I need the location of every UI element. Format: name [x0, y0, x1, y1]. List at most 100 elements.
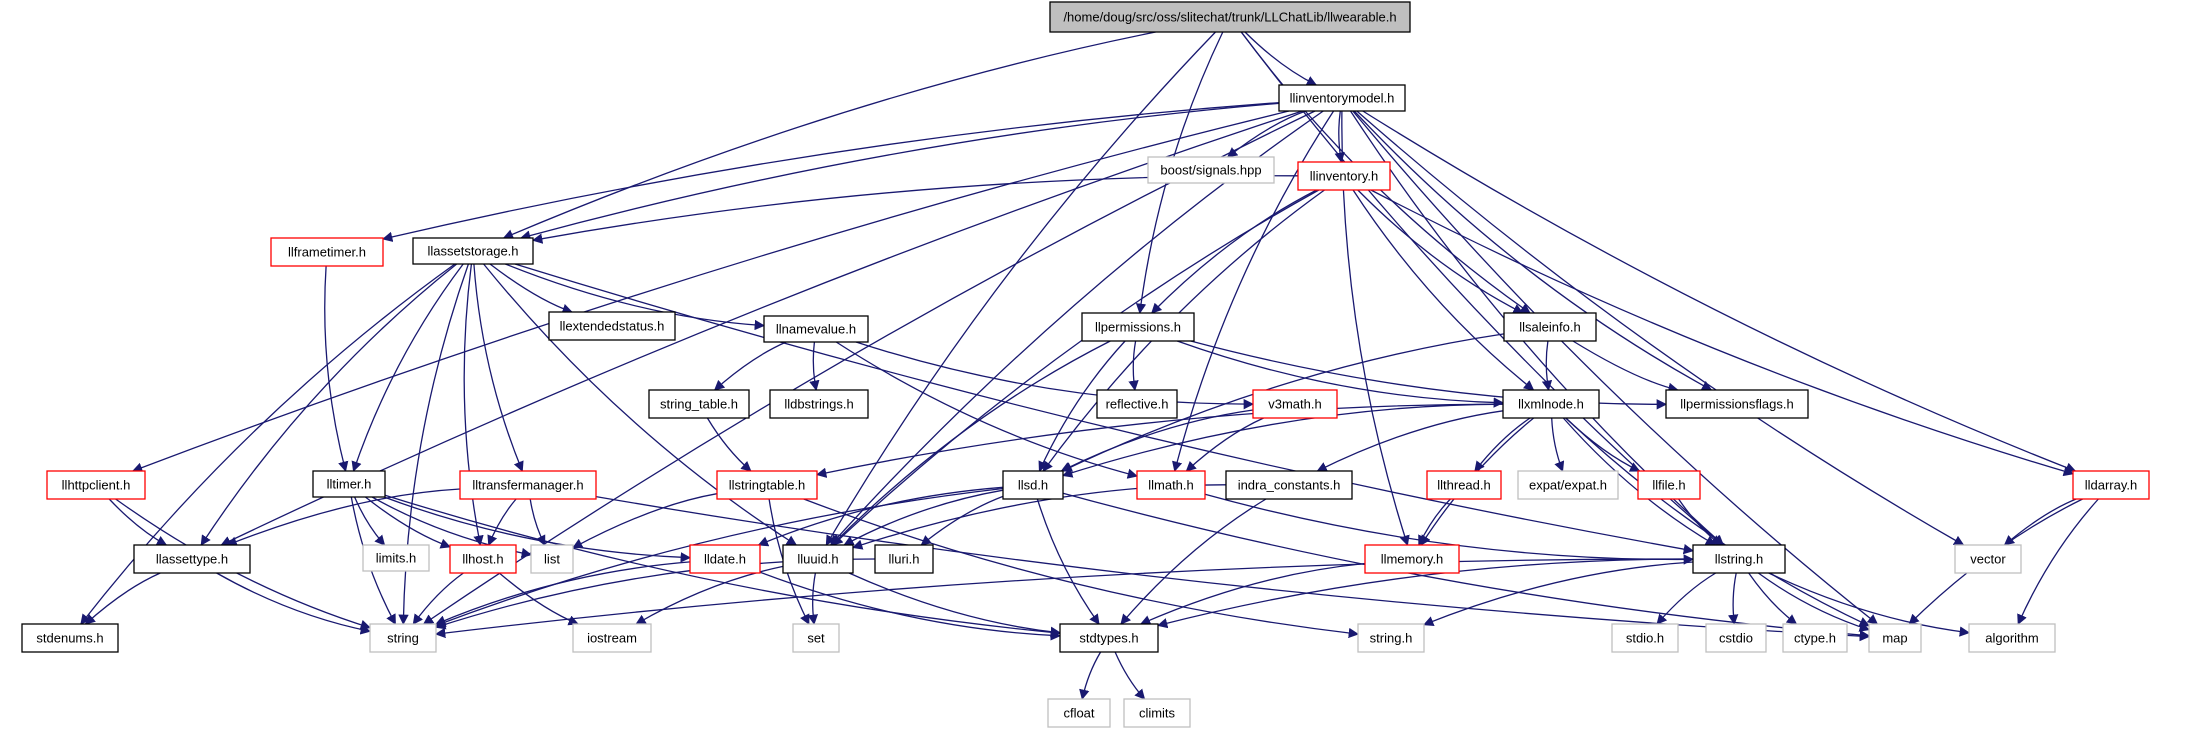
edge-llassetstorage-to-llhost: [463, 263, 484, 547]
node-set-label: set: [807, 631, 825, 646]
edge-llxmlnode-to-llstring: [1562, 417, 1717, 546]
edge-llnamevalue-to-lldbstrings: [809, 341, 820, 392]
node-llstring-label: llstring.h: [1715, 552, 1763, 567]
nodes-layer: /home/doug/src/oss/slitechat/trunk/LLCha…: [21, 1, 2150, 728]
edge-lltransfermanager-to-llassettype: [226, 488, 461, 547]
edge-lltimer-to-llhost: [364, 496, 451, 549]
edge-llxmlnode-to-expat: [1551, 417, 1565, 472]
node-expat: expat/expat.h: [1517, 470, 1619, 500]
node-llhost[interactable]: llhost.h: [449, 544, 517, 574]
node-llfile-label: llfile.h: [1652, 478, 1685, 493]
node-llfile-box: [1637, 470, 1701, 500]
node-lluri-label: lluri.h: [888, 552, 919, 567]
edge-lldarray-to-algorithm: [2017, 498, 2099, 625]
node-llinventorymodel[interactable]: llinventorymodel.h: [1278, 84, 1406, 112]
node-cfloat-box: [1047, 698, 1111, 728]
node-map-box: [1868, 623, 1922, 653]
node-llstringtable-label: llstringtable.h: [729, 478, 806, 493]
node-llmath[interactable]: llmath.h: [1136, 470, 1206, 500]
node-llframetimer[interactable]: llframetimer.h: [270, 237, 384, 267]
edge-llinventory-to-lldarray: [1370, 189, 2074, 477]
edge-string_table-to-llstringtable: [706, 417, 752, 472]
node-llpermissions[interactable]: llpermissions.h: [1081, 312, 1195, 342]
edge-lluuid-to-set: [807, 572, 819, 626]
node-llextendedstatus[interactable]: llextendedstatus.h: [548, 311, 676, 341]
edge-llinventorymodel-to-llinventory: [1334, 110, 1345, 164]
node-indra_constants-label: indra_constants.h: [1238, 478, 1341, 493]
edge-llinventorymodel-to-vector: [1356, 110, 1965, 546]
node-llsd[interactable]: llsd.h: [1002, 470, 1064, 500]
node-lluuid[interactable]: lluuid.h: [782, 544, 854, 574]
node-list-box: [530, 544, 574, 574]
node-string_table[interactable]: string_table.h: [648, 389, 750, 419]
node-string_table-label: string_table.h: [660, 397, 738, 412]
node-lluri[interactable]: lluri.h: [874, 544, 934, 574]
node-boostsignals-box: [1147, 156, 1275, 184]
node-stdenums-label: stdenums.h: [36, 631, 103, 646]
node-llassetstorage-box: [412, 237, 534, 265]
node-llassetstorage[interactable]: llassetstorage.h: [412, 237, 534, 265]
node-lltimer[interactable]: lltimer.h: [312, 470, 386, 498]
node-lltimer-box: [312, 470, 386, 498]
edge-llpermissions-to-llpermissionsflags: [1190, 340, 1668, 410]
edge-llassetstorage-to-llstring: [514, 263, 1695, 555]
node-reflective-box: [1096, 389, 1178, 419]
node-llxmlnode[interactable]: llxmlnode.h: [1502, 389, 1600, 419]
node-llstring[interactable]: llstring.h: [1692, 544, 1786, 574]
node-llframetimer-box: [270, 237, 384, 267]
node-lldate[interactable]: lldate.h: [689, 544, 761, 574]
node-llframetimer-label: llframetimer.h: [288, 245, 366, 260]
node-llthread[interactable]: llthread.h: [1426, 470, 1502, 500]
node-lldarray[interactable]: lldarray.h: [2072, 470, 2150, 500]
node-lltransfermanager[interactable]: lltransfermanager.h: [459, 470, 597, 500]
node-cfloat-label: cfloat: [1063, 706, 1094, 721]
node-llsaleinfo[interactable]: llsaleinfo.h: [1503, 312, 1597, 342]
edge-root-to-llinventorymodel: [1244, 31, 1318, 86]
node-lldbstrings[interactable]: lldbstrings.h: [769, 389, 869, 419]
edge-llinventorymodel-to-llmath: [1172, 110, 1335, 473]
node-algorithm-box: [1968, 623, 2056, 653]
edge-llfile-to-llstring: [1678, 498, 1722, 546]
edge-llinventorymodel-to-llhttpclient: [131, 110, 1290, 473]
node-reflective[interactable]: reflective.h: [1096, 389, 1178, 419]
node-stdenums[interactable]: stdenums.h: [21, 623, 119, 653]
node-root[interactable]: /home/doug/src/oss/slitechat/trunk/LLCha…: [1049, 1, 1411, 33]
node-llhttpclient[interactable]: llhttpclient.h: [46, 470, 146, 500]
node-indra_constants[interactable]: indra_constants.h: [1225, 470, 1353, 500]
node-stdioh: stdio.h: [1611, 623, 1679, 653]
node-list-label: list: [544, 552, 560, 567]
node-v3math[interactable]: v3math.h: [1252, 389, 1338, 419]
node-llnamevalue[interactable]: llnamevalue.h: [763, 315, 869, 343]
edge-llxmlnode-to-map: [1565, 417, 1870, 627]
edge-llinventory-to-llxmlnode: [1352, 189, 1535, 391]
node-llpermissionsflags[interactable]: llpermissionsflags.h: [1665, 389, 1809, 419]
node-llstringtable[interactable]: llstringtable.h: [716, 470, 818, 500]
edge-llinventory-to-llsaleinfo: [1357, 189, 1524, 314]
node-llassettype[interactable]: llassettype.h: [133, 544, 251, 574]
node-llinventory[interactable]: llinventory.h: [1297, 161, 1391, 191]
edge-llstring-to-map: [1757, 572, 1870, 632]
edge-llsd-to-lluuid: [843, 489, 1004, 546]
node-llmemory[interactable]: llmemory.h: [1364, 544, 1460, 574]
node-llsd-label: llsd.h: [1018, 478, 1048, 493]
edge-lltimer-to-limits: [354, 496, 386, 546]
node-llfile[interactable]: llfile.h: [1637, 470, 1701, 500]
node-set-box: [792, 623, 840, 653]
edge-llstringtable-to-list: [572, 493, 718, 549]
edge-lltimer-to-stdtypes: [384, 494, 1062, 638]
node-llinventorymodel-label: llinventorymodel.h: [1290, 91, 1395, 106]
edge-llpermissions-to-llsd: [1038, 340, 1126, 472]
node-llassettype-label: llassettype.h: [156, 552, 228, 567]
node-lldate-label: lldate.h: [704, 552, 746, 567]
node-stdtypes[interactable]: stdtypes.h: [1059, 623, 1159, 653]
edge-stdtypes-to-climits: [1114, 651, 1146, 700]
node-iostream-box: [572, 623, 652, 653]
edge-v3math-to-llsd: [1060, 409, 1254, 472]
node-cstdio-box: [1705, 623, 1767, 653]
edge-lltransfermanager-to-llhost: [487, 498, 517, 546]
node-llhost-box: [449, 544, 517, 574]
node-iostream-label: iostream: [587, 631, 637, 646]
edge-lltimer-to-lldate: [383, 496, 692, 563]
edge-llassetstorage-to-lltimer: [351, 263, 464, 472]
node-llassetstorage-label: llassetstorage.h: [427, 244, 518, 259]
